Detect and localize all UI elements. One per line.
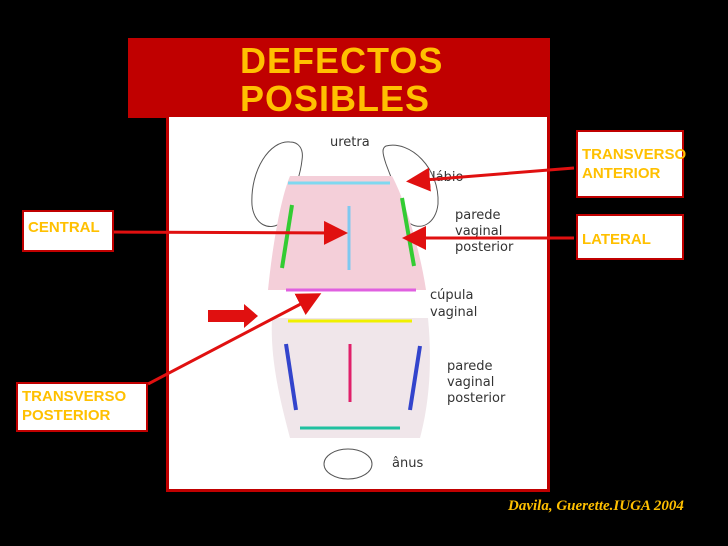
label-parede-ant-1: parede	[455, 208, 501, 223]
label-central: CENTRAL	[22, 210, 114, 252]
slide-title: DEFECTOS POSIBLES	[240, 40, 444, 119]
citation: Davila, Guerette.IUGA 2004	[508, 498, 684, 514]
left-lateral-line	[280, 204, 294, 269]
label-parede-ant-3: posterior	[455, 240, 514, 255]
label-transverso-anterior: TRANSVERSO ANTERIOR	[576, 130, 686, 198]
anus-outline	[323, 448, 373, 480]
label-parede-post-3: posterior	[447, 391, 506, 406]
arrow-central	[111, 220, 348, 245]
right-posterior-lateral-line	[408, 345, 422, 411]
label-anus: ânus	[392, 456, 423, 471]
label-uretra: uretra	[330, 135, 370, 150]
label-parede-post-1: parede	[447, 359, 493, 374]
title-banner	[128, 38, 550, 118]
label-lateral: LATERAL	[576, 214, 684, 260]
arrow-transverso-posterior	[147, 293, 322, 386]
arrow-transverso-anterior	[406, 166, 575, 192]
label-parede-post-2: vaginal	[447, 375, 494, 390]
left-posterior-lateral-line	[284, 343, 298, 411]
arrow-cupula-indicator	[208, 304, 258, 328]
label-parede-ant-2: vaginal	[455, 224, 502, 239]
label-cupula-1: cúpula	[430, 288, 473, 303]
label-cupula-2: vaginal	[430, 305, 477, 320]
label-transverso-posterior: TRANSVERSO POSTERIOR	[16, 382, 148, 432]
